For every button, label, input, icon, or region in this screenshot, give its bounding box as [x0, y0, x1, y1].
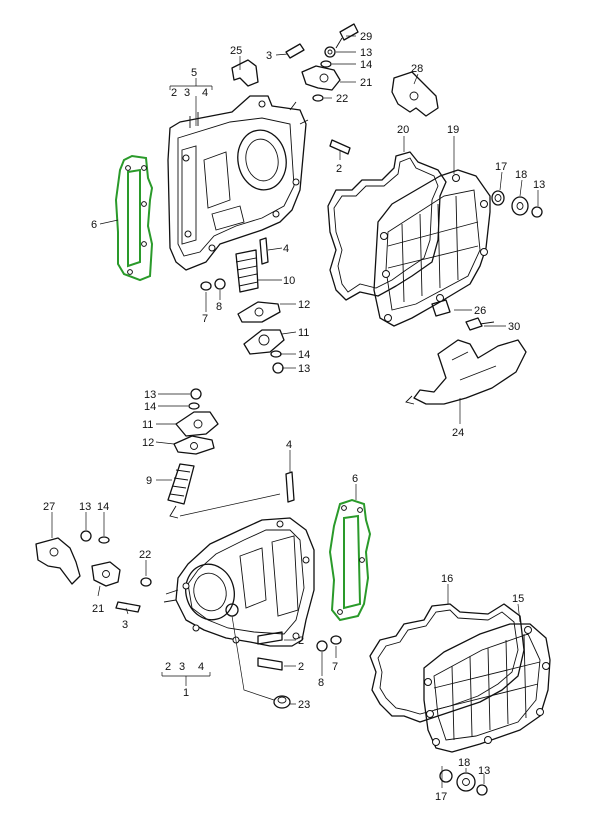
label-27: 27: [43, 501, 55, 513]
label-2: 2: [171, 87, 177, 99]
gasket-6-lower: [328, 498, 372, 622]
upper-small-parts: [200, 23, 543, 405]
label-13: 13: [478, 765, 490, 777]
valve-cover-19: [373, 169, 491, 327]
label-13: 13: [144, 389, 156, 401]
cover-gasket-16: [369, 603, 525, 723]
label-26: 26: [474, 305, 486, 317]
label-2: 2: [298, 635, 304, 647]
label-7: 7: [332, 661, 338, 673]
label-21: 21: [360, 77, 372, 89]
label-13: 13: [360, 47, 372, 59]
label-13: 13: [298, 363, 310, 375]
lower-housing: [163, 517, 315, 647]
label-13: 13: [79, 501, 91, 513]
label-6: 6: [91, 219, 97, 231]
label-12: 12: [298, 299, 310, 311]
label-22: 22: [139, 549, 151, 561]
label-12: 12: [142, 437, 154, 449]
gasket-6-upper: [114, 154, 154, 282]
lower-small-parts: [35, 388, 488, 796]
label-30: 30: [508, 321, 520, 333]
label-17: 17: [495, 161, 507, 173]
valve-cover-15: [423, 623, 551, 753]
label-3: 3: [179, 661, 185, 673]
label-18: 18: [458, 757, 470, 769]
label-8: 8: [216, 301, 222, 313]
label-5: 5: [191, 67, 197, 79]
label-19: 19: [447, 124, 459, 136]
label-14: 14: [97, 501, 109, 513]
part-number-labels: 5 2 3 4 25 3 29 13 14 21 22 28 20 19 17 …: [43, 31, 545, 803]
label-28: 28: [411, 63, 423, 75]
label-4: 4: [198, 661, 204, 673]
label-16: 16: [441, 573, 453, 585]
label-11: 11: [142, 419, 153, 431]
label-11: 11: [298, 327, 309, 339]
label-7: 7: [202, 313, 208, 325]
cover-gasket-20: [327, 151, 447, 301]
label-17: 17: [435, 791, 447, 803]
label-10: 10: [283, 275, 295, 287]
label-2: 2: [165, 661, 171, 673]
label-4: 4: [283, 243, 289, 255]
label-2: 2: [298, 661, 304, 673]
label-13: 13: [533, 179, 545, 191]
label-14: 14: [298, 349, 310, 361]
upper-housing: [167, 95, 309, 271]
label-3: 3: [266, 50, 272, 62]
label-15: 15: [512, 593, 524, 605]
label-23: 23: [298, 699, 310, 711]
label-3: 3: [184, 87, 190, 99]
label-9: 9: [146, 475, 152, 487]
label-20: 20: [397, 124, 409, 136]
label-4: 4: [286, 439, 292, 451]
upper-leader-lines: [99, 35, 539, 424]
label-4: 4: [202, 87, 208, 99]
label-21: 21: [92, 603, 104, 615]
label-22: 22: [336, 93, 348, 105]
label-6: 6: [352, 473, 358, 485]
label-14: 14: [360, 59, 372, 71]
label-29: 29: [360, 31, 372, 43]
label-2: 2: [336, 163, 342, 175]
label-8: 8: [318, 677, 324, 689]
label-25: 25: [230, 45, 242, 57]
label-14: 14: [144, 401, 156, 413]
label-1: 1: [183, 687, 189, 699]
label-3: 3: [122, 619, 128, 631]
lower-leader-lines: [51, 393, 521, 788]
label-18: 18: [515, 169, 527, 181]
label-24: 24: [452, 427, 464, 439]
